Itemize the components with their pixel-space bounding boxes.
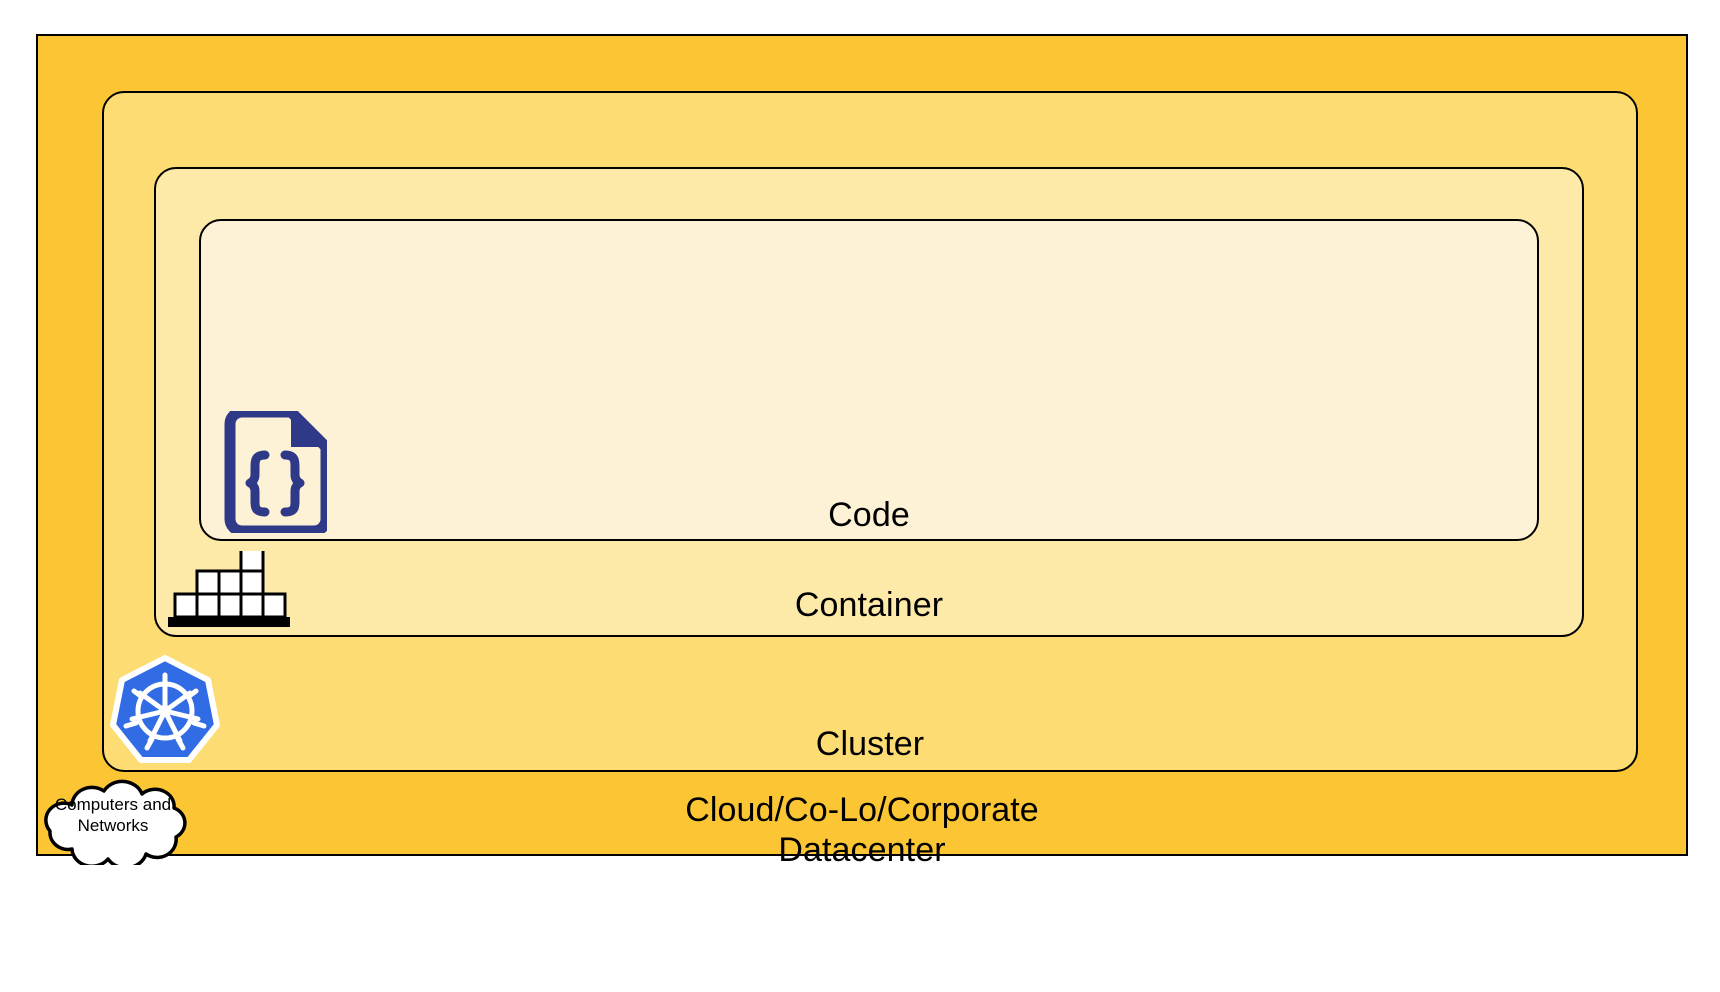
layer-label-cluster: Cluster [815,725,925,763]
layer-box-code [199,219,1539,541]
layer-label-code: Code [828,496,910,534]
kubernetes-helm-icon [110,655,220,765]
layer-label-datacenter: Cloud/Co-Lo/Corporate Datacenter [685,791,1039,869]
json-code-file-icon [219,406,332,537]
stacked-boxes-icon [168,546,290,627]
layer-label-container: Container [794,586,944,624]
cloud-shape [34,775,192,865]
